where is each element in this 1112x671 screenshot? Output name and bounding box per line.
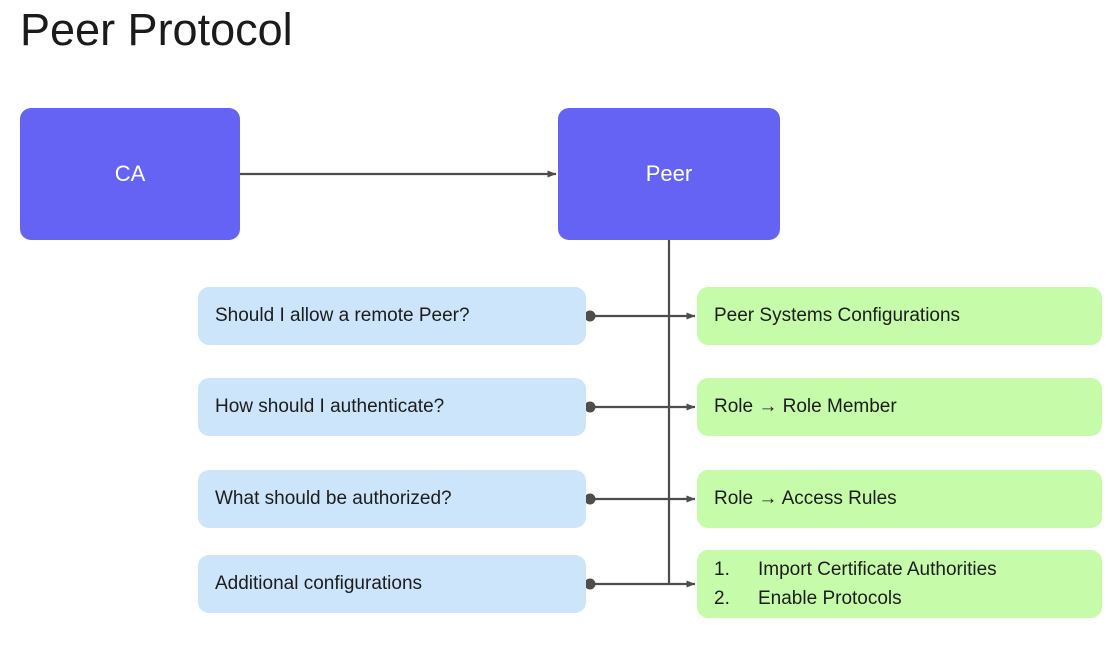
edge-row-3 [584, 493, 696, 505]
answer-list-item-2: 2. Enable Protocols [714, 584, 997, 613]
question-label-1: Should I allow a remote Peer? [215, 305, 470, 326]
answer-list-text-2: Enable Protocols [758, 588, 902, 609]
answer-box-4[interactable]: 1. Import Certificate Authorities 2. Enabl… [697, 550, 1102, 618]
edge-row-1 [584, 310, 696, 322]
node-ca[interactable]: CA [20, 108, 240, 240]
question-box-4[interactable]: Additional configurations [198, 555, 586, 613]
answer-list-number-2: 2. [714, 588, 730, 609]
answer-box-2[interactable]: Role → Role Member [697, 378, 1102, 436]
node-peer-label: Peer [645, 161, 693, 186]
question-box-2[interactable]: How should I authenticate? [198, 378, 586, 436]
answer-label-3: Role → Access Rules [714, 488, 897, 509]
question-box-1[interactable]: Should I allow a remote Peer? [198, 287, 586, 345]
node-peer[interactable]: Peer [558, 108, 780, 240]
node-ca-label: CA [114, 161, 146, 186]
answer-label-1: Peer Systems Configurations [714, 305, 961, 326]
answer-list-text-1: Import Certificate Authorities [758, 559, 997, 580]
answer-list-number-1: 1. [714, 559, 730, 580]
question-label-3: What should be authorized? [215, 488, 452, 509]
page-title: Peer Protocol [20, 4, 293, 55]
edge-row-4 [584, 578, 696, 590]
answer-list-item-1: 1. Import Certificate Authorities [714, 555, 997, 584]
answer-label-2: Role → Role Member [714, 396, 897, 417]
answer-box-1[interactable]: Peer Systems Configurations [697, 287, 1102, 345]
question-label-2: How should I authenticate? [215, 396, 445, 417]
question-box-3[interactable]: What should be authorized? [198, 470, 586, 528]
answer-list-4: 1. Import Certificate Authorities 2. Enabl… [714, 555, 997, 613]
edge-row-2 [584, 401, 696, 413]
answer-box-3[interactable]: Role → Access Rules [697, 470, 1102, 528]
question-label-4: Additional configurations [215, 573, 423, 594]
